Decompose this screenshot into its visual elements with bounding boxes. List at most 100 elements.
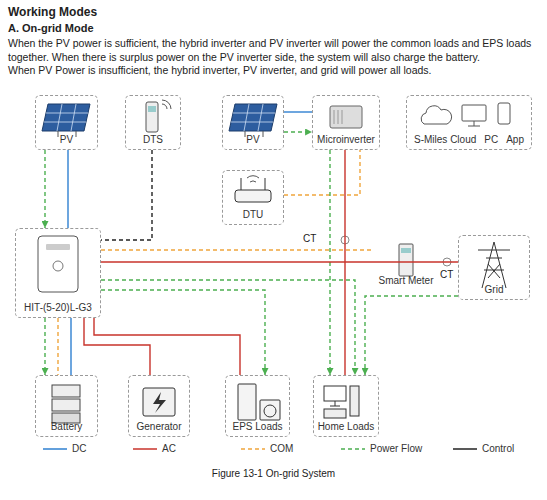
connector-pf <box>44 318 45 375</box>
mode-heading: A. On-grid Mode <box>8 22 538 35</box>
cloud-pc-app-icons <box>421 103 510 126</box>
cloud-pc-app-icons-part <box>421 106 451 124</box>
smart-meter: Smart Meter <box>373 240 438 290</box>
hybrid-inverter-icon-part <box>53 261 63 271</box>
legend-line <box>133 448 157 450</box>
dts-icon-part <box>146 102 158 132</box>
home-loads-icon <box>324 386 359 418</box>
dtu-router-icon-part <box>247 176 259 182</box>
node-label: PC <box>484 134 498 146</box>
grid-tower-icon-part <box>478 242 510 288</box>
figure-caption: Figure 13-1 On-grid System <box>0 468 547 479</box>
battery-icon <box>52 385 80 423</box>
dtu-router-icon-part <box>235 190 271 202</box>
connector-dc <box>70 318 71 375</box>
connector-pf <box>101 290 265 375</box>
microinverter-icon-part <box>334 110 342 124</box>
dts-icon <box>146 100 171 132</box>
eps-loads-icon <box>238 384 280 420</box>
legend-item: COM <box>240 443 293 454</box>
pv-icon <box>229 104 277 137</box>
legend-line-sample <box>452 444 478 454</box>
grid-tower-icon <box>478 242 510 288</box>
node-label: Battery <box>51 421 83 433</box>
hybrid-inverter-icon <box>38 236 78 292</box>
home-loads-icon-part <box>350 386 359 416</box>
battery-icon-part <box>52 385 80 397</box>
page-title: Working Modes <box>8 5 97 19</box>
home-loads-icon-part <box>324 409 346 418</box>
dtu-router-icon <box>235 176 271 202</box>
cloud-pc-app-icons-part <box>498 103 510 124</box>
node-label: Home Loads <box>318 421 375 433</box>
pv-panel: PV <box>35 95 98 150</box>
ct-label: CT <box>303 232 316 246</box>
home-loads-box: Home Loads <box>313 375 380 437</box>
dtu-box: DTU <box>222 170 284 225</box>
legend-line-sample <box>240 444 266 454</box>
legend-item: DC <box>42 443 86 454</box>
generator-icon-part <box>143 388 175 416</box>
node-label: EPS Loads <box>232 421 282 433</box>
connector-pf <box>284 131 312 132</box>
legend-line-sample <box>42 444 68 454</box>
legend-text: DC <box>72 443 86 454</box>
legend-text: Power Flow <box>370 443 422 454</box>
legend-text: COM <box>270 443 293 454</box>
battery-icon-part <box>52 399 80 411</box>
node-label: HIT-(5-20)L-G3 <box>24 302 92 314</box>
connector-ac <box>101 261 458 262</box>
paragraph: When PV Power is insufficient, the hybri… <box>8 64 540 78</box>
legend-line <box>453 448 477 450</box>
legend-line-sample <box>340 444 366 454</box>
microinverter-icon <box>330 106 362 128</box>
node-label: Microinverter <box>317 134 375 146</box>
legend-line <box>241 448 265 450</box>
connector-com <box>57 318 58 375</box>
grid-box: Grid <box>458 235 530 300</box>
eps-loads-icon-part <box>264 405 276 417</box>
hybrid-inverter: HIT-(5-20)L-G3 <box>15 228 101 318</box>
connector-pf <box>44 150 45 228</box>
legend-line-sample <box>132 444 158 454</box>
connector-ctl <box>101 150 152 240</box>
legend-text: Control <box>482 443 514 454</box>
legend-item: Power Flow <box>340 443 422 454</box>
eps-loads-icon-part <box>238 384 256 420</box>
microinverter-box: Microinverter <box>312 95 380 150</box>
hybrid-inverter-icon-part <box>46 244 70 250</box>
pv-icon-part <box>42 104 90 137</box>
microinverter-icon-part <box>330 106 362 128</box>
generator-box: Generator <box>128 375 190 437</box>
dts-box: DTS <box>125 95 181 150</box>
node-label: S-Miles Cloud <box>414 134 476 146</box>
connector-ac <box>94 318 240 375</box>
connector-com <box>101 249 373 250</box>
node-label: Generator <box>136 421 181 433</box>
connector-dc <box>67 150 68 228</box>
cloud-pc-app-icons-part <box>468 121 480 126</box>
pv-icon <box>42 104 90 137</box>
node-label: PV <box>246 134 259 146</box>
paragraph: When the PV power is sufficient, the hyb… <box>8 37 540 64</box>
legend-line <box>341 448 365 450</box>
cloud-box: S-Miles CloudPCApp <box>406 95 532 150</box>
node-label: Grid <box>485 284 504 296</box>
generator-icon <box>143 388 175 416</box>
eps-loads-box: EPS Loads <box>225 375 290 437</box>
dtu-router-icon-part <box>241 178 265 190</box>
legend-line <box>43 448 67 450</box>
node-label: DTS <box>143 134 163 146</box>
legend-text: AC <box>162 443 176 454</box>
home-loads-icon-part <box>330 401 340 406</box>
connector-pf <box>101 280 355 375</box>
dts-icon-part <box>148 106 156 112</box>
smart-meter-icon <box>399 244 413 276</box>
node-label: DTU <box>243 209 264 221</box>
smart-meter-icon-part <box>399 244 413 276</box>
battery-box: Battery <box>35 375 98 437</box>
node-label: Smart Meter <box>378 275 433 287</box>
legend-item: AC <box>132 443 176 454</box>
smart-meter-icon-part <box>401 248 411 253</box>
